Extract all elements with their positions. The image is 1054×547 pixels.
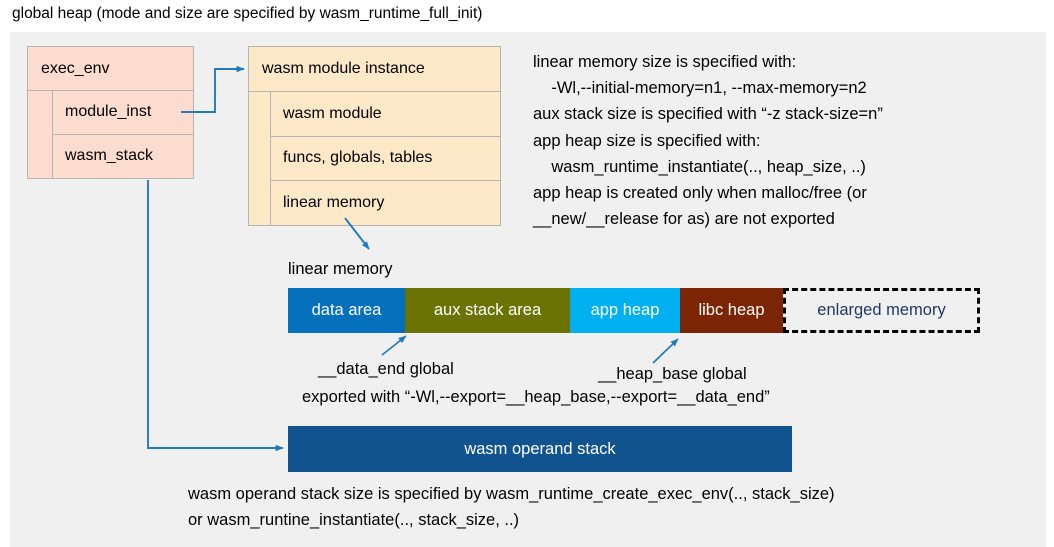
wmi-field-wasm-module: wasm module [271,92,500,137]
wasm-module-instance-box: wasm module instance wasm module funcs, … [248,46,501,226]
exec-env-field-module-inst: module_inst [53,91,193,135]
memory-segment-app-heap: app heap [570,288,680,333]
wasm-module-instance-rows: wasm module funcs, globals, tables linea… [271,92,500,226]
memory-segment-enlarged-memory: enlarged memory [783,288,980,333]
memory-segment-aux-stack-area: aux stack area [405,288,570,333]
wasm-module-instance-header: wasm module instance [249,47,500,92]
wmi-field-funcs-globals-tables: funcs, globals, tables [271,137,500,182]
annotation-exported-with: exported with “-Wl,--export=__heap_base,… [302,388,770,406]
annotation-data-end-global: __data_end global [318,360,454,378]
exec-env-box: exec_env module_inst wasm_stack [27,46,194,179]
linear-memory-caption: linear memory [288,260,393,278]
wasm-module-instance-body: wasm module funcs, globals, tables linea… [249,92,500,226]
page-title: global heap (mode and size are specified… [12,5,483,22]
exec-env-header: exec_env [28,47,193,91]
exec-env-rows: module_inst wasm_stack [53,91,193,178]
exec-env-gutter [28,91,53,178]
wmi-field-linear-memory: linear memory [283,194,385,212]
linear-memory-note: linear memory size is specified with: -W… [533,53,883,229]
exec-env-field-wasm-stack: wasm_stack [65,147,154,165]
wasm-operand-stack-bar: wasm operand stack [288,426,792,472]
annotation-heap-base-global: __heap_base global [598,365,747,383]
linear-memory-bar: data area aux stack area app heap libc h… [288,288,980,333]
wasm-module-instance-gutter [249,92,271,226]
operand-stack-note: wasm operand stack size is specified by … [188,485,835,529]
memory-segment-data-area: data area [288,288,405,333]
memory-segment-libc-heap: libc heap [680,288,783,333]
exec-env-body: module_inst wasm_stack [28,91,193,178]
